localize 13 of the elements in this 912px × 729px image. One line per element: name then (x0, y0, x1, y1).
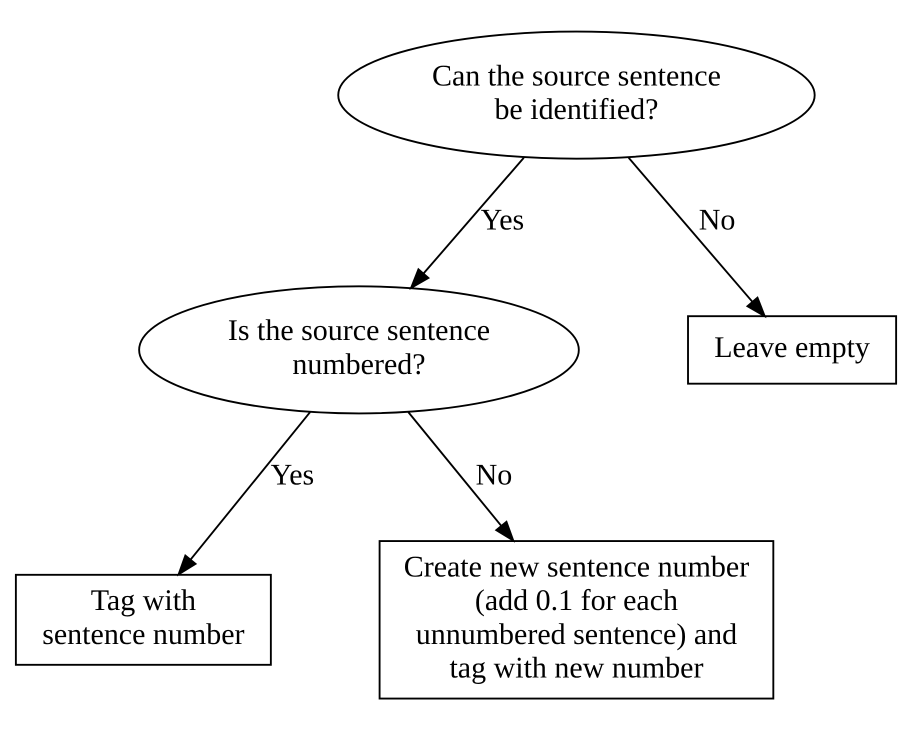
arrow (409, 156, 525, 290)
edge-label: Yes (270, 458, 314, 491)
node-ellipse: Can the source sentence be identified? (337, 30, 816, 160)
node-box: Tag with sentence number (14, 573, 272, 666)
arrow (628, 156, 767, 318)
arrow (408, 411, 516, 542)
node-box: Leave empty (687, 314, 898, 384)
edge-label: No (476, 458, 512, 491)
node-ellipse: Is the source sentence numbered? (138, 284, 580, 414)
arrow (176, 411, 311, 576)
edge-label: Yes (480, 203, 524, 236)
node-box: Create new sentence number (add 0.1 for each unnumbered sentence) and tag with new number (378, 540, 774, 699)
edge-label: No (698, 203, 736, 236)
